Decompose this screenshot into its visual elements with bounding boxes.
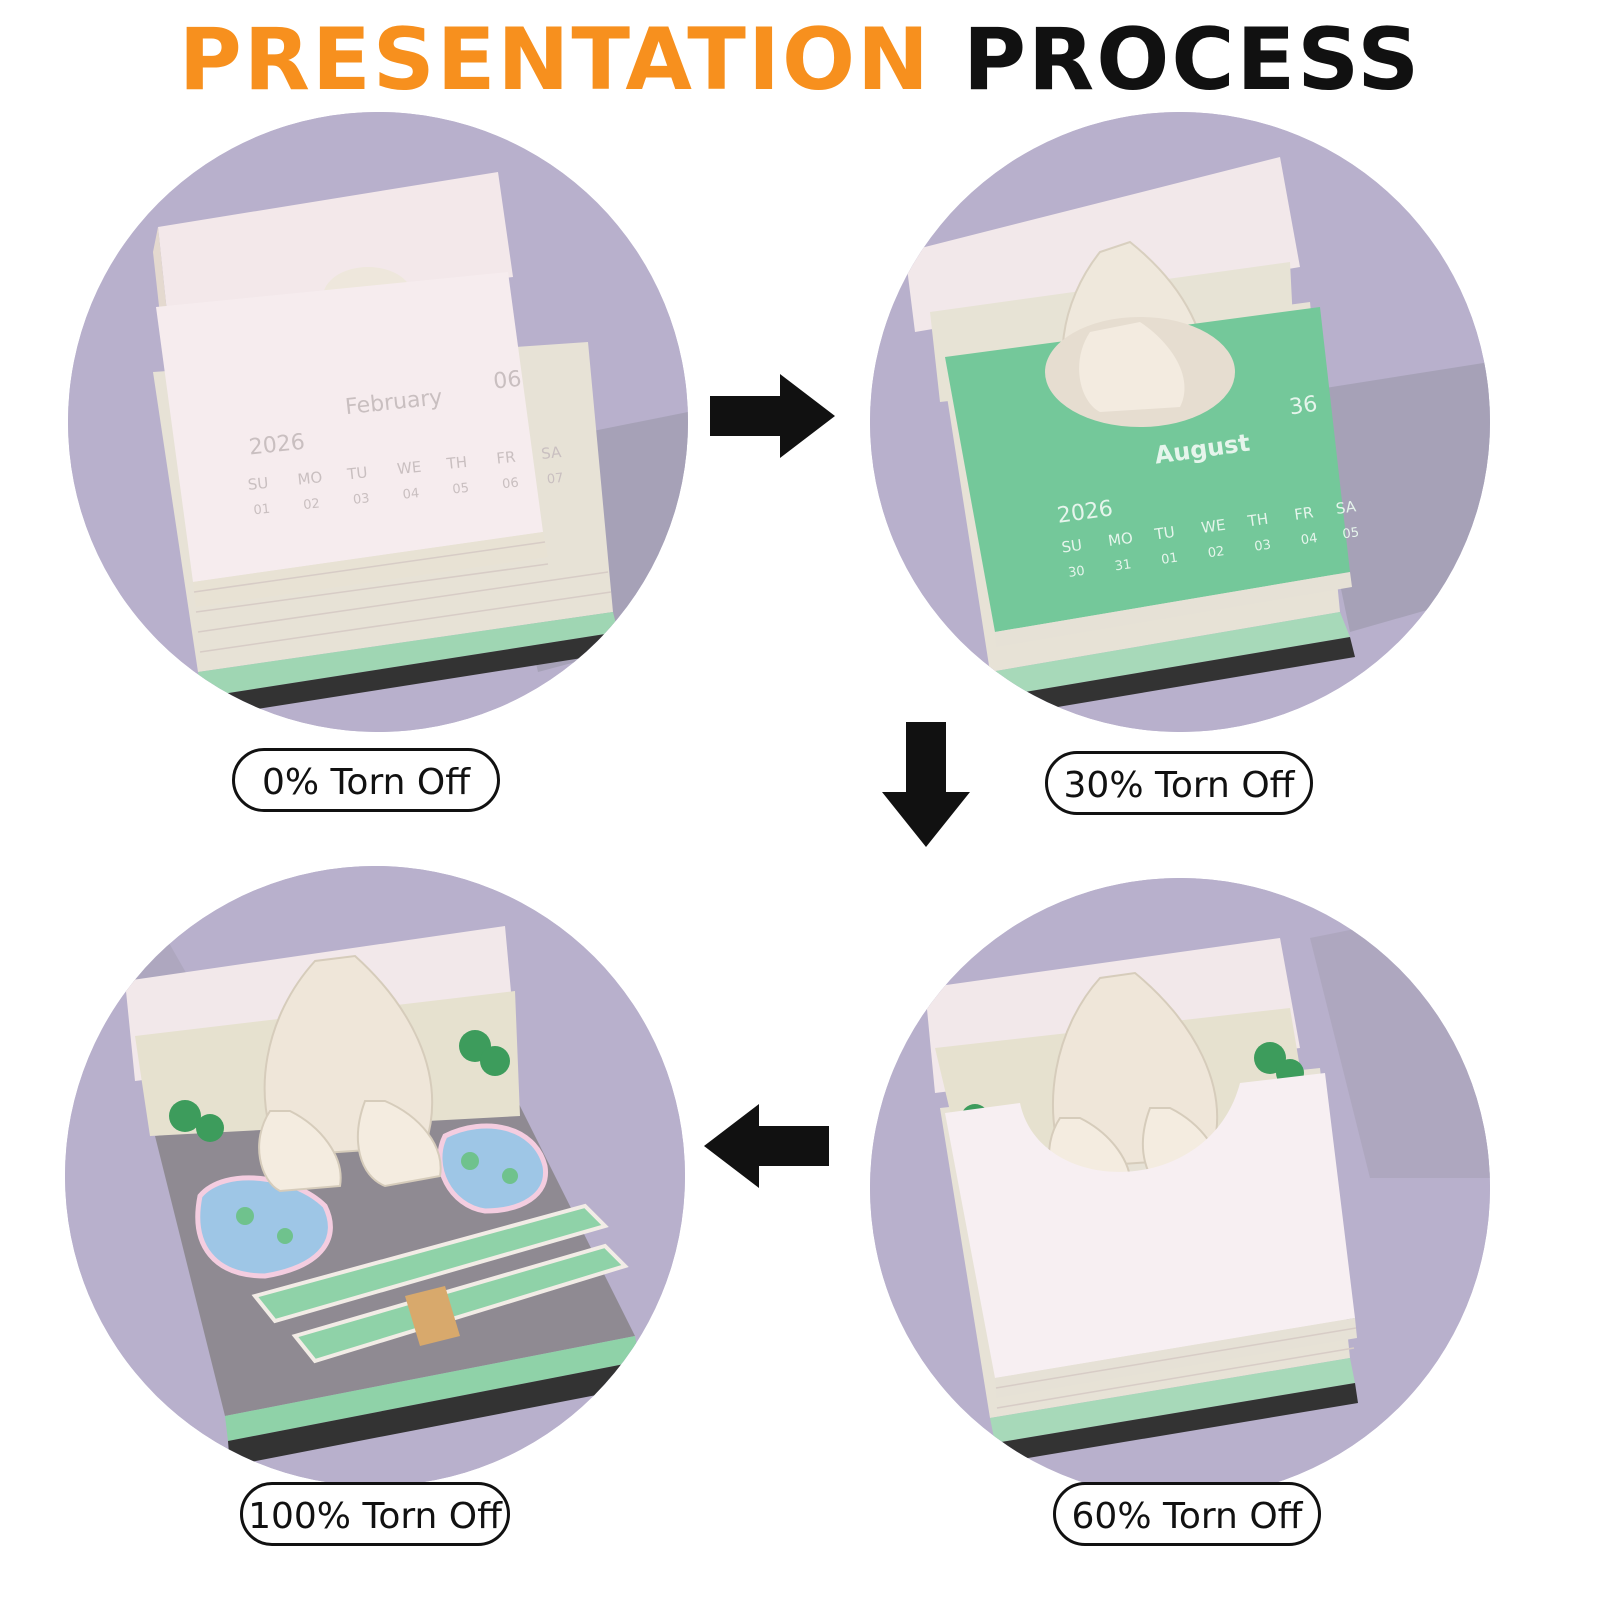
memo-block-illustration xyxy=(870,878,1490,1498)
calendar-dates: 30 31 01 02 03 04 05 xyxy=(1067,525,1360,581)
stage-label-60: 60% Torn Off xyxy=(1053,1482,1321,1546)
title-rest: PROCESS xyxy=(962,10,1422,110)
calendar-week: 36 xyxy=(1288,392,1319,421)
stage-label-30: 30% Torn Off xyxy=(1045,751,1313,815)
stage-label-0: 0% Torn Off xyxy=(232,748,500,812)
stage-label-100: 100% Torn Off xyxy=(240,1482,510,1546)
calendar-week: 06 xyxy=(492,367,522,395)
memo-block-illustration: 2026 February 06 SU MO TU WE TH FR SA 01… xyxy=(68,112,688,732)
right-arrow-icon xyxy=(710,374,835,458)
title-highlight: PRESENTATION xyxy=(178,10,932,110)
memo-block-illustration xyxy=(65,866,685,1486)
calendar-dates: 01 02 03 04 05 06 07 xyxy=(253,471,564,518)
photo-stage-0: 2026 February 06 SU MO TU WE TH FR SA 01… xyxy=(68,112,688,732)
down-arrow-icon xyxy=(882,722,970,847)
calendar-days: SU MO TU WE TH FR SA xyxy=(1060,497,1357,556)
memo-block-illustration: 2026 August 36 SU MO TU WE TH FR SA 30 3… xyxy=(870,112,1490,732)
photo-stage-60 xyxy=(870,878,1490,1498)
left-arrow-icon xyxy=(704,1104,829,1188)
photo-stage-30: 2026 August 36 SU MO TU WE TH FR SA 30 3… xyxy=(870,112,1490,732)
calendar-year: 2026 xyxy=(248,430,306,461)
page-title: PRESENTATION PROCESS xyxy=(0,10,1600,110)
photo-stage-100 xyxy=(65,866,685,1486)
calendar-days: SU MO TU WE TH FR SA xyxy=(247,443,563,494)
